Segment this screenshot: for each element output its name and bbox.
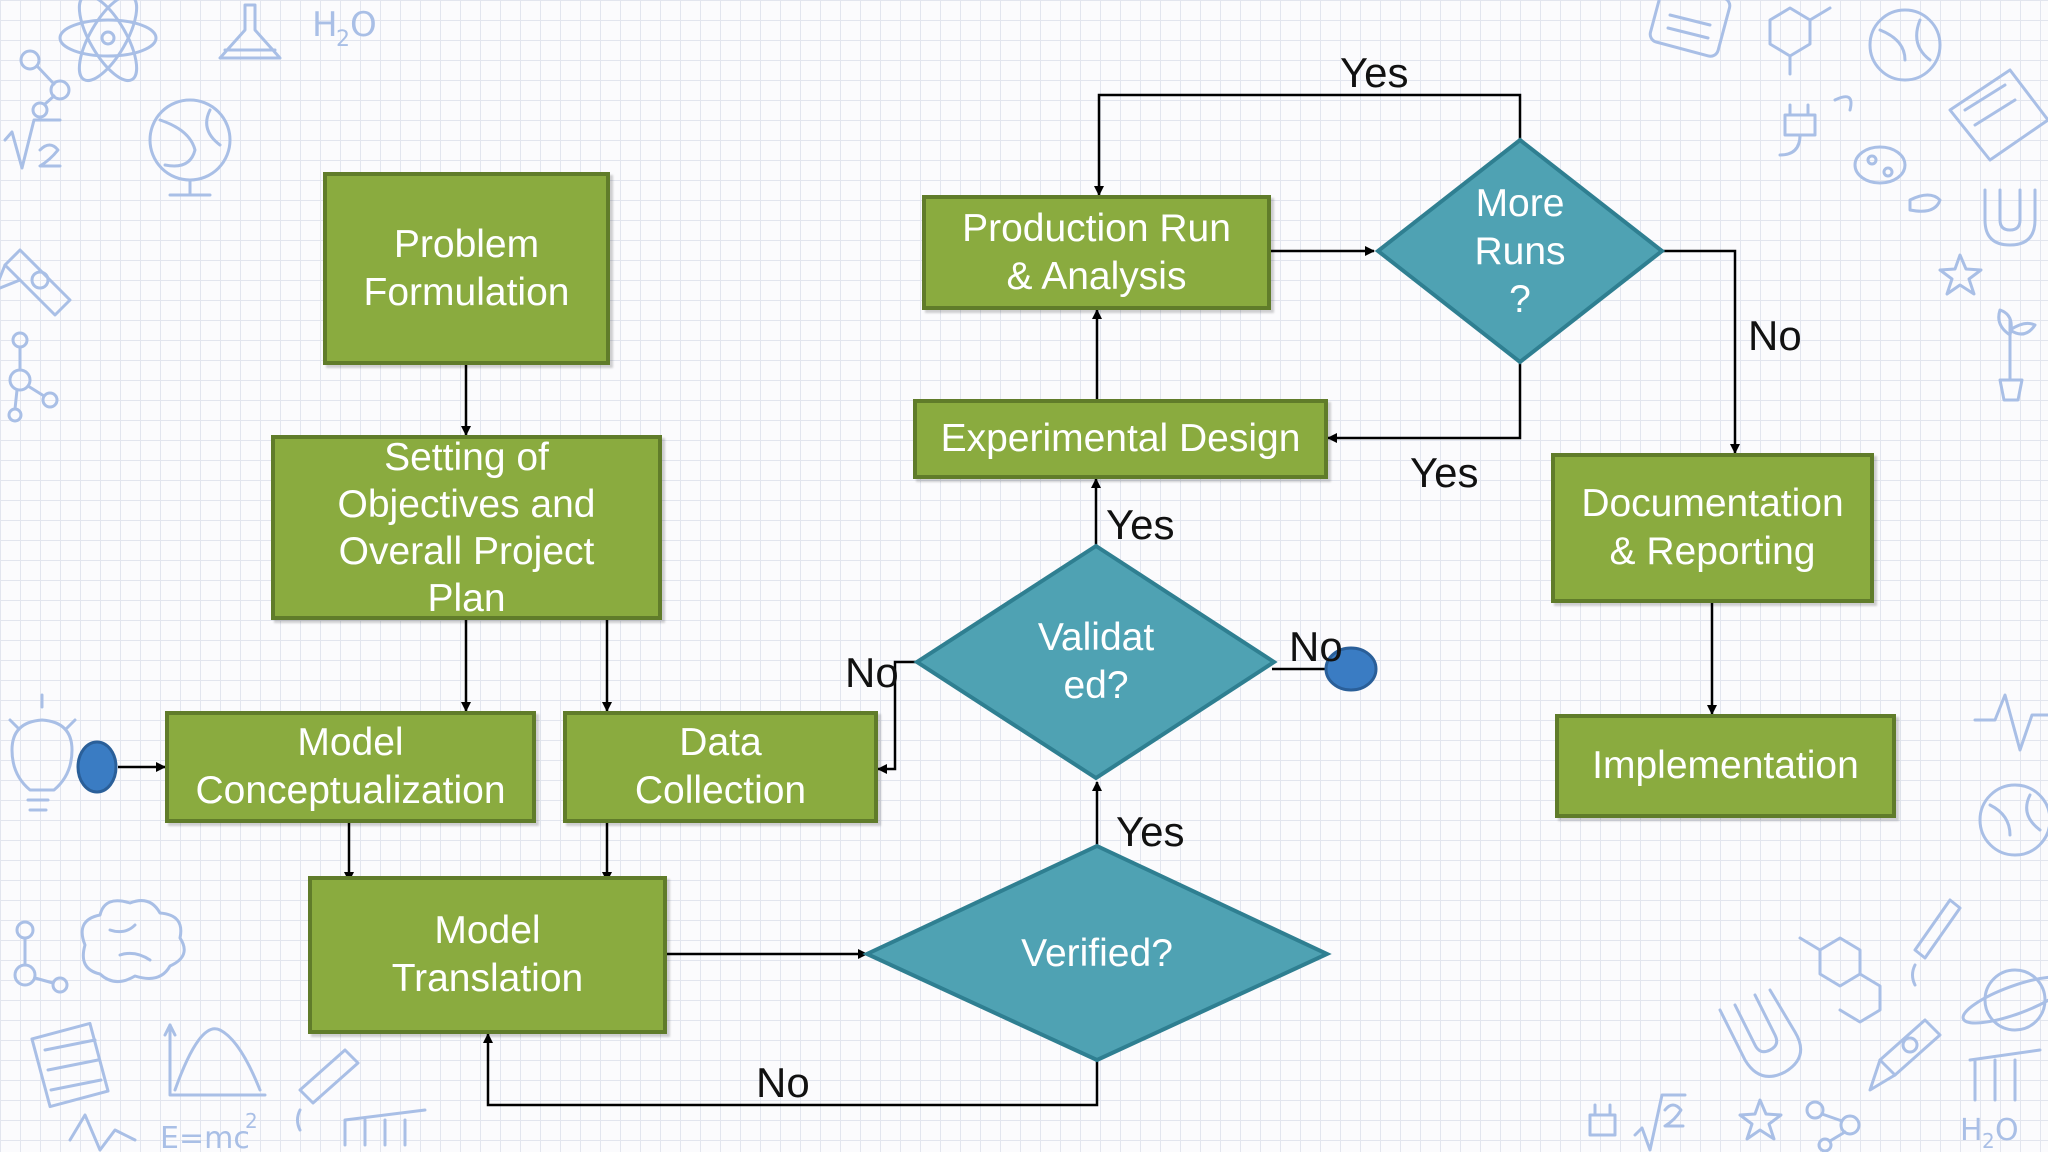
verified-decision [862,843,1332,1063]
test-tube-icon [1911,898,1962,987]
abacus-icon [30,1021,110,1109]
plant-icon [1997,308,2037,402]
edge-more-runs-no [1662,249,1740,454]
verified-text: Verified? [1021,932,1173,975]
wave-icon [68,1113,137,1152]
objectives-box: Setting of Objectives and Overall Projec… [271,435,662,620]
label-yes-more-runs: Yes [1410,449,1479,496]
molecule-icon [7,331,59,423]
implementation-box: Implementation [1555,714,1896,818]
label-yes-verified: Yes [1116,808,1185,855]
book-icon [1948,68,2048,162]
flask-icon [218,3,282,60]
documentation-text: Documentation & Reporting [1581,482,1844,573]
rocket-icon [0,248,72,317]
magnet-icon [1983,188,2037,247]
calculator-icon [1648,0,1732,58]
model-translation-box: Model Translation [308,876,667,1034]
atom-icon [58,0,158,83]
implementation-text: Implementation [1592,744,1859,787]
globe-icon [1978,783,2048,857]
globe-icon [1868,8,1942,82]
svg-text:H: H [1960,1113,1983,1148]
experimental-design-box: Experimental Design [913,399,1328,479]
validated-decision [913,543,1278,781]
pulse-icon [1973,693,2048,752]
light-bulb-icon [8,693,77,812]
sqrt-icon [1633,1093,1687,1152]
svg-text:O: O [350,5,377,45]
label-yes-top: Yes [1340,49,1409,96]
documentation-box: Documentation & Reporting [1551,453,1874,603]
h2o-doodle-text: H [312,5,338,45]
svg-text:O: O [1995,1113,2019,1148]
end-connector [1324,646,1378,692]
validated-text: Validat ed? [1037,616,1155,707]
svg-text:2: 2 [1982,1129,1995,1152]
model-translation-text: Model Translation [391,909,584,1000]
edge-validated-no-left [877,660,917,774]
sqrt-icon [3,118,62,170]
test-tube-icon [296,1048,360,1132]
label-no-verified: No [756,1059,810,1106]
scribble-icon [343,1108,427,1147]
brain-icon [80,899,186,983]
model-conceptualization-text: Model Conceptualization [195,721,506,812]
label-yes-validated: Yes [1106,501,1175,548]
svg-text:E=mc: E=mc [160,1121,250,1152]
bacteria-icon [1853,145,1942,213]
molecule-icon [13,920,69,994]
planet-icon [1961,968,2048,1032]
globe-icon [148,98,232,197]
problem-formulation-box: Problem Formulation [323,172,610,365]
problem-formulation-text: Problem Formulation [363,222,570,314]
plug-icon [1778,95,1853,157]
hexagon-molecule-icon [1768,6,1832,76]
production-run-box: Production Run & Analysis [922,195,1271,310]
plug-icon [1588,1103,1617,1137]
svg-text:2: 2 [336,27,350,52]
label-no-validated-right: No [1289,623,1343,670]
star-icon [1938,253,1983,296]
data-collection-text: Data Collection [634,721,807,812]
edge-verified-no [483,1033,1099,1107]
objectives-text: Setting of Objectives and Overall Projec… [337,435,596,620]
edge-more-runs-yes-design [1327,362,1522,443]
graph-icon [163,1023,267,1097]
start-connector [76,740,118,794]
data-collection-box: Data Collection [563,711,878,823]
label-no-validated-left: No [845,649,899,696]
experimental-design-text: Experimental Design [940,417,1301,460]
svg-text:2: 2 [245,1109,258,1133]
edge-more-runs-yes-top [1094,93,1522,196]
model-conceptualization-box: Model Conceptualization [165,711,536,823]
production-run-text: Production Run & Analysis [962,206,1231,298]
star-icon [1738,1098,1783,1141]
label-no-more-runs: No [1748,312,1802,359]
molecule-icon [19,49,71,119]
rocket-icon [1868,1018,1942,1092]
molecule-icon [1805,1100,1861,1152]
hexagon-molecule-icon [1798,936,1882,1024]
more-runs-decision [1374,137,1666,365]
scribble-icon [1968,1048,2042,1102]
magnet-icon [1718,988,1803,1078]
more-runs-text: More Runs ? [1474,182,1566,321]
